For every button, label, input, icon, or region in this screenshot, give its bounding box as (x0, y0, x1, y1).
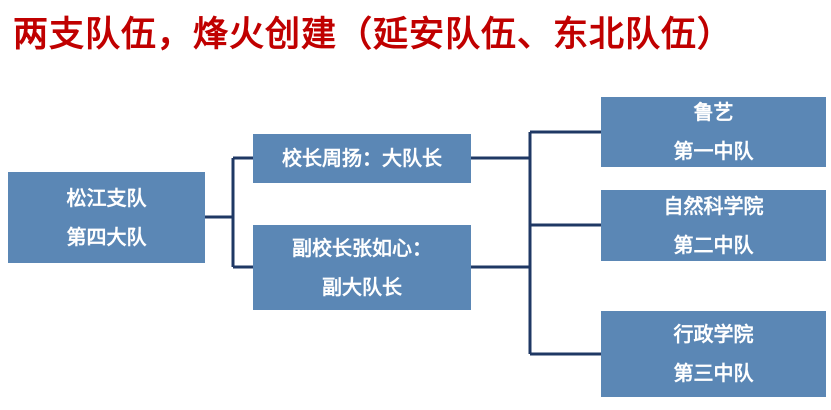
connector-level2-to-level3 (471, 130, 601, 356)
node-text-line: 第一中队 (673, 139, 754, 163)
node-text-line: 副大队长 (322, 274, 402, 299)
node-text-line: 第二中队 (673, 232, 754, 257)
node-text-line: 校长周扬：大队长 (282, 146, 442, 170)
node-vice-principal-zhangruxin: 副校长张如心： 副大队长 (253, 225, 471, 310)
node-text-line: 鲁艺 (693, 100, 734, 124)
node-text-line: 自然科学院 (663, 193, 764, 218)
node-luyi-first-squadron: 鲁艺 第一中队 (601, 97, 826, 167)
node-text-line: 第四大队 (66, 224, 147, 249)
connector-root-to-level2 (205, 156, 253, 269)
node-text-line: 第三中队 (673, 361, 754, 385)
node-text-line: 行政学院 (673, 322, 754, 346)
node-principal-zhouyang: 校长周扬：大队长 (253, 134, 471, 183)
node-text-line: 松江支队 (66, 185, 147, 210)
node-natural-science-second-squadron: 自然科学院 第二中队 (601, 190, 826, 261)
node-text-line: 副校长张如心： (292, 235, 432, 260)
node-administration-third-squadron: 行政学院 第三中队 (601, 311, 826, 397)
slide-title: 两支队伍，烽火创建（延安队伍、东北队伍） (13, 15, 734, 55)
node-songjiang-detachment: 松江支队 第四大队 (8, 172, 205, 263)
